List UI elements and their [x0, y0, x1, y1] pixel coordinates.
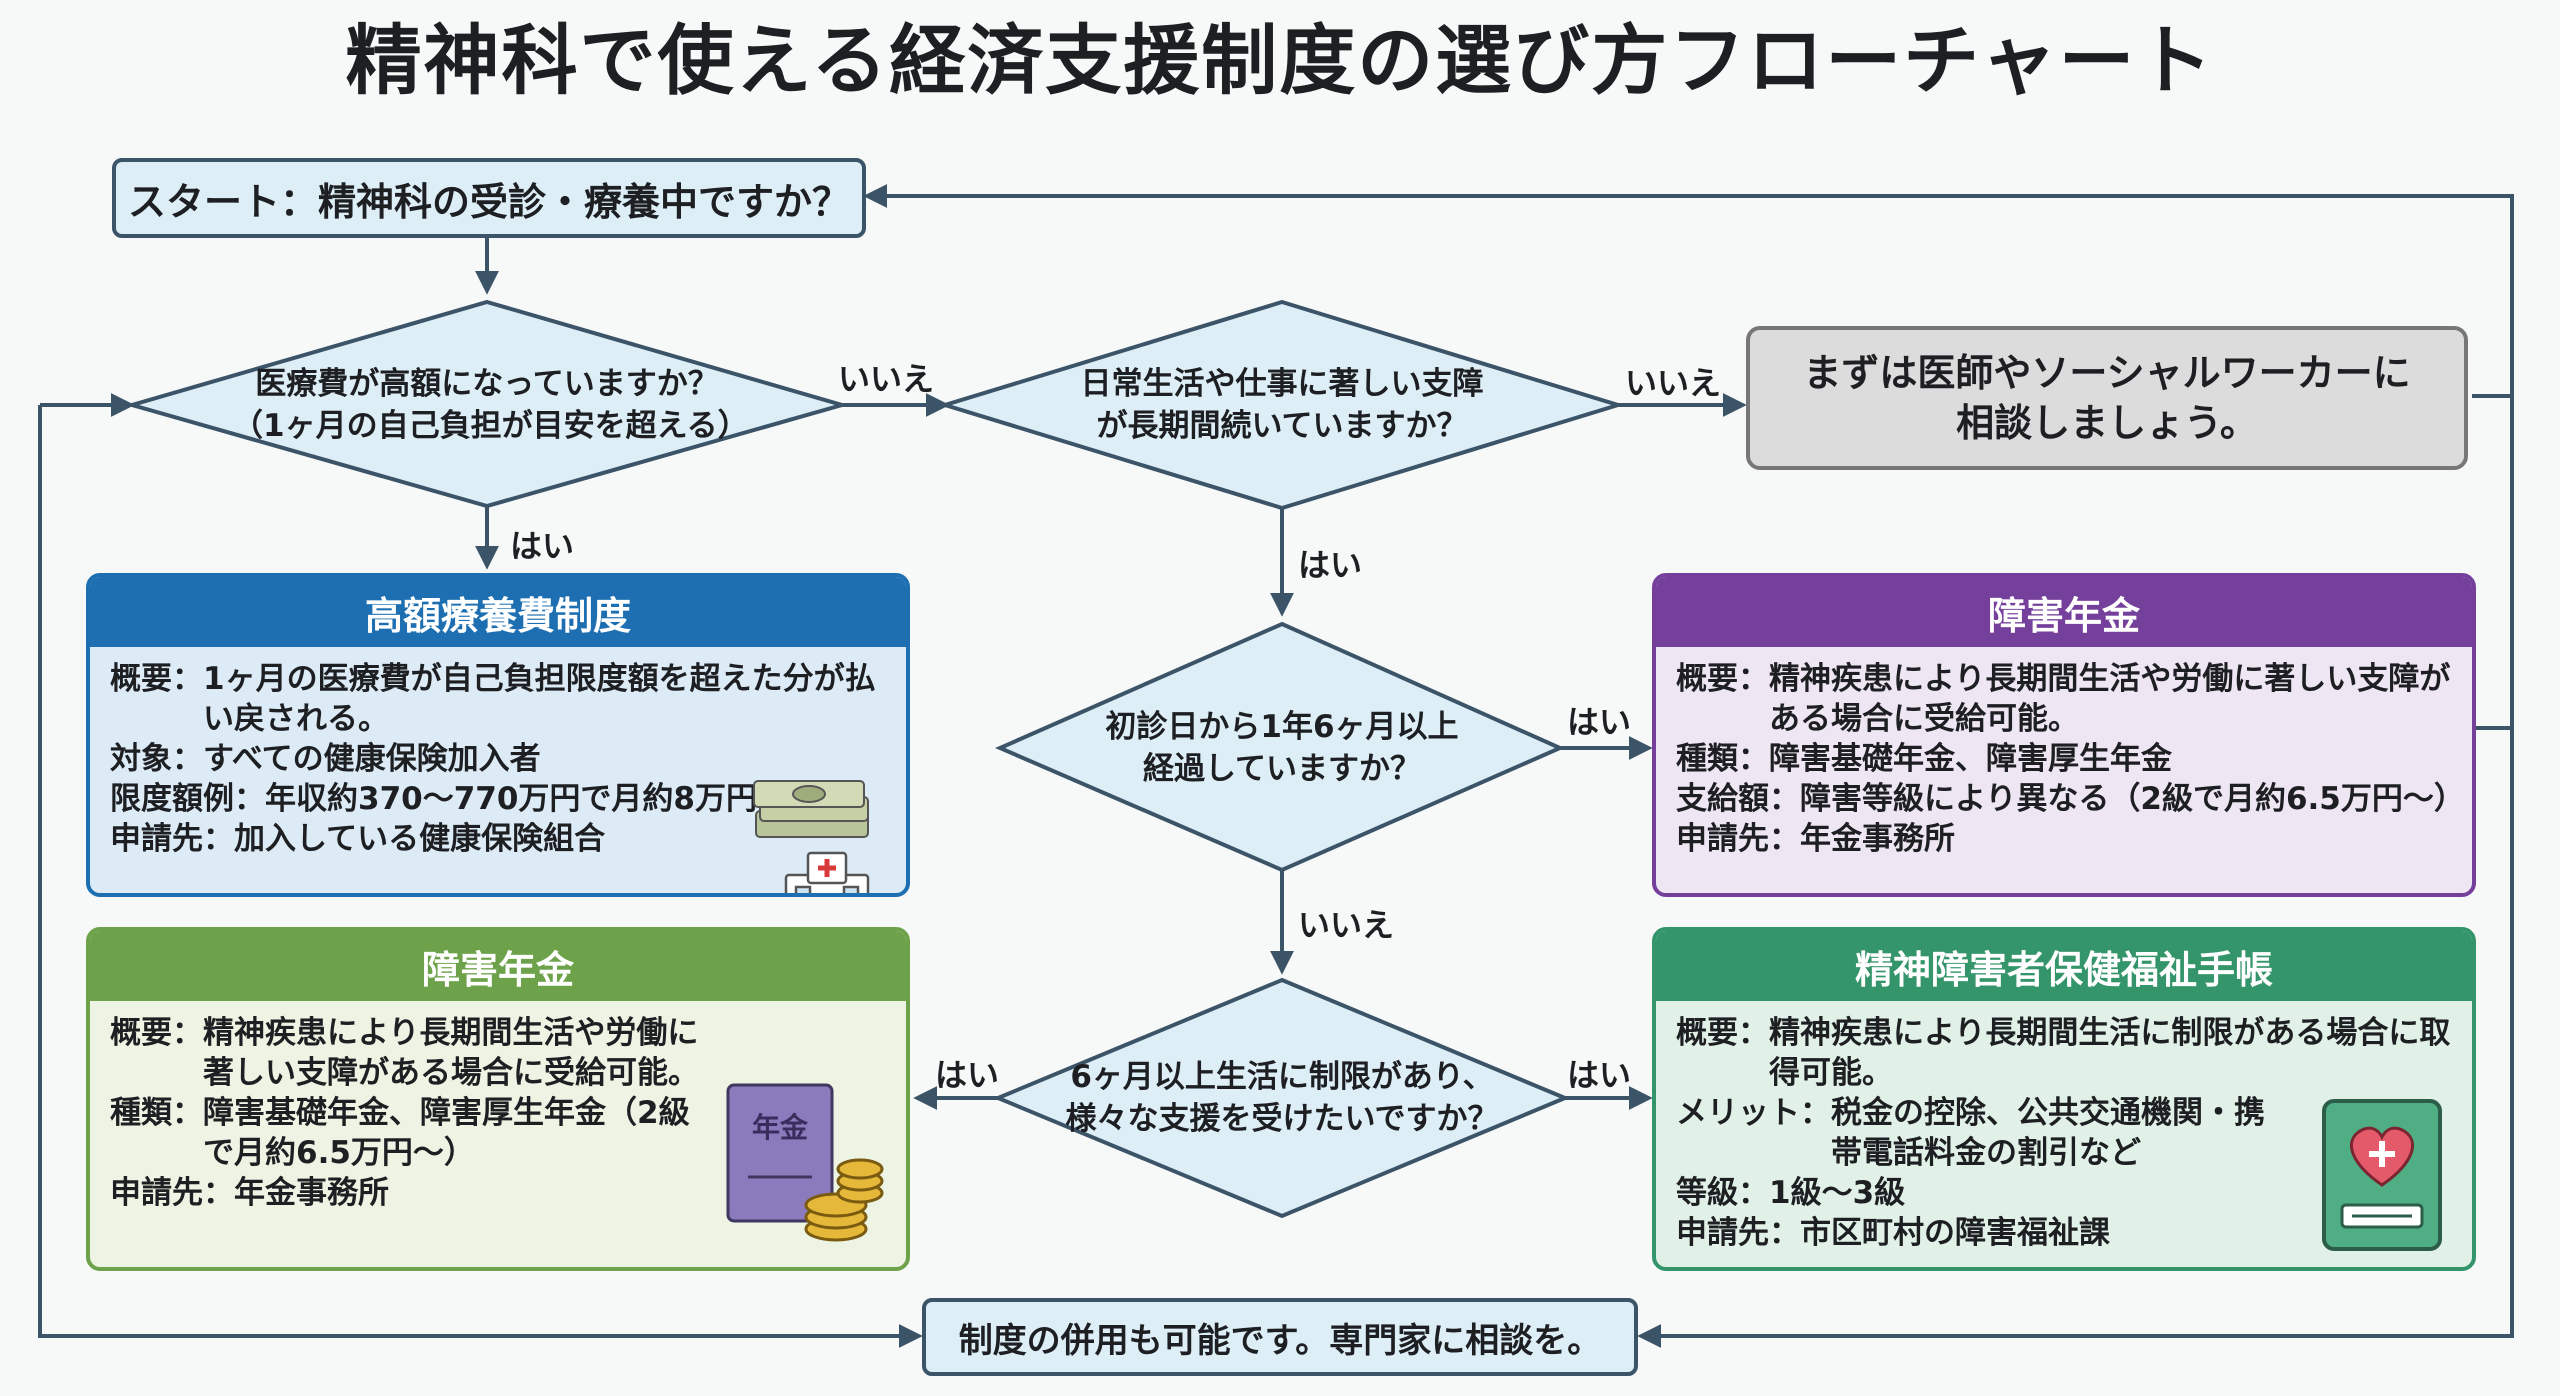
row-value: 市区町村の障害福祉課 [1800, 1215, 2110, 1251]
row-value: 年収約370〜770万円で月約8万円 [265, 781, 757, 817]
card-row: 申請先： 加入している健康保険組合 [110, 819, 886, 859]
bottom-text: 制度の併用も可能です。専門家に相談を。 [958, 1320, 1602, 1361]
row-value: すべての健康保険加入者 [203, 741, 541, 777]
q2-line1: 日常生活や仕事に著しい支障 [1080, 366, 1484, 402]
card-row: 概要： 精神疾患により長期間生活に制限がある場合に取得可能。 [1676, 1013, 2452, 1093]
consult-line1: まずは医師やソーシャルワーカーに [1803, 351, 2411, 395]
q1-diamond [124, 299, 850, 509]
row-label: 概要： [110, 661, 203, 697]
q1-line2: （1ヶ月の自己負担が目安を超える） [232, 408, 749, 444]
bottom-box: 制度の併用も可能です。専門家に相談を。 [922, 1298, 1638, 1376]
edge-label-q4-left: はい [935, 1056, 1000, 1094]
row-label: 種類： [1676, 741, 1769, 777]
row-label: 支給額： [1676, 781, 1800, 817]
card-high-cost: 高額療養費制度 概要： 1ヶ月の医療費が自己負担限度額を超えた分が払い戻される。… [86, 573, 910, 897]
q4-diamond [992, 977, 1571, 1219]
card-row: 申請先： 年金事務所 [110, 1173, 886, 1213]
row-value: 1ヶ月の医療費が自己負担限度額を超えた分が払い戻される。 [203, 661, 876, 737]
q4-text: 6ヶ月以上生活に制限があり、 様々な支援を受けたいですか？ [1057, 1055, 1507, 1141]
q4-line2: 様々な支援を受けたいですか？ [1065, 1101, 1499, 1137]
q2-diamond [938, 299, 1625, 511]
card-pension-green-body: 概要： 精神疾患により長期間生活や労働に著しい支障がある場合に受給可能。 種類：… [90, 1001, 906, 1267]
row-label: 申請先： [110, 821, 234, 857]
card-pension-green-header: 障害年金 [90, 931, 906, 1001]
row-value: 障害基礎年金、障害厚生年金 [1769, 741, 2172, 777]
row-label: 等級： [1676, 1175, 1769, 1211]
row-value: 年金事務所 [1800, 821, 1955, 857]
q3-text: 初診日から1年6ヶ月以上 経過していますか？ [1077, 705, 1487, 791]
q1-text: 医療費が高額になっていますか？ （1ヶ月の自己負担が目安を超える） [232, 362, 749, 448]
q4-line1: 6ヶ月以上生活に制限があり、 [1070, 1059, 1494, 1095]
q2-line2: が長期間続いていますか？ [1096, 408, 1468, 444]
row-value: 障害等級により異なる（2級で月約6.5万円〜） [1800, 781, 2465, 817]
q2-text: 日常生活や仕事に著しい支障 が長期間続いていますか？ [1037, 362, 1527, 448]
edge-label-q1-yes: はい [510, 527, 575, 565]
card-pension-purple-body: 概要： 精神疾患により長期間生活や労働に著しい支障がある場合に受給可能。 種類：… [1656, 647, 2472, 893]
row-label: 申請先： [1676, 1215, 1800, 1251]
hospital-icon [784, 851, 870, 893]
handbook-heart-icon [2322, 1099, 2442, 1251]
row-label: 概要： [1676, 1015, 1769, 1051]
card-row: 種類： 障害基礎年金、障害厚生年金（2級で月約6.5万円〜） [110, 1093, 886, 1173]
card-handbook-body: 概要： 精神疾患により長期間生活に制限がある場合に取得可能。 メリット： 税金の… [1656, 1001, 2472, 1267]
row-value: 精神疾患により長期間生活や労働に著しい支障がある場合に受給可能。 [203, 1015, 699, 1091]
card-row: 等級： 1級〜3級 [1676, 1173, 2452, 1213]
q1-line1: 医療費が高額になっていますか？ [255, 366, 719, 402]
pension-book-coins-icon: 年金 [726, 1083, 884, 1242]
row-label: メリット： [1676, 1095, 1831, 1131]
edge-label-q4-right: はい [1567, 1056, 1632, 1094]
row-value: 年金事務所 [234, 1175, 389, 1211]
row-label: 申請先： [110, 1175, 234, 1211]
consult-line2: 相談しましょう。 [1956, 401, 2258, 445]
card-row: 対象： すべての健康保険加入者 [110, 739, 886, 779]
card-row: 申請先： 市区町村の障害福祉課 [1676, 1213, 2452, 1253]
money-stack-icon [753, 780, 869, 838]
card-row: 種類： 障害基礎年金、障害厚生年金 [1676, 739, 2452, 779]
row-label: 概要： [1676, 661, 1769, 697]
edge-label-q1-no: いいえ [838, 360, 935, 398]
start-text: スタート：精神科の受診・療養中ですか？ [127, 179, 850, 224]
card-pension-purple-header: 障害年金 [1656, 577, 2472, 647]
card-handbook-header: 精神障害者保健福祉手帳 [1656, 931, 2472, 1001]
card-pension-green: 障害年金 概要： 精神疾患により長期間生活や労働に著しい支障がある場合に受給可能… [86, 927, 910, 1271]
edge-label-q2-no: いいえ [1625, 364, 1722, 402]
row-label: 申請先： [1676, 821, 1800, 857]
card-row: 概要： 1ヶ月の医療費が自己負担限度額を超えた分が払い戻される。 [110, 659, 886, 739]
card-row: 申請先： 年金事務所 [1676, 819, 2452, 859]
row-value: 精神疾患により長期間生活に制限がある場合に取得可能。 [1769, 1015, 2451, 1091]
row-value: 税金の控除、公共交通機関・携帯電話料金の割引など [1831, 1095, 2265, 1171]
pension-book-label: 年金 [752, 1111, 809, 1144]
q3-diamond [994, 621, 1565, 873]
row-value: 加入している健康保険組合 [234, 821, 606, 857]
card-row: メリット： 税金の控除、公共交通機関・携帯電話料金の割引など [1676, 1093, 2452, 1173]
edge-label-q2-yes: はい [1298, 546, 1363, 584]
card-handbook: 精神障害者保健福祉手帳 概要： 精神疾患により長期間生活に制限がある場合に取得可… [1652, 927, 2476, 1271]
row-label: 限度額例： [110, 781, 265, 817]
card-row: 概要： 精神疾患により長期間生活や労働に著しい支障がある場合に受給可能。 [1676, 659, 2452, 739]
row-value: 1級〜3級 [1769, 1175, 1906, 1211]
consult-box: まずは医師やソーシャルワーカーに 相談しましょう。 [1746, 326, 2468, 470]
card-pension-purple: 障害年金 概要： 精神疾患により長期間生活や労働に著しい支障がある場合に受給可能… [1652, 573, 2476, 897]
q3-line1: 初診日から1年6ヶ月以上 [1105, 709, 1459, 745]
start-box: スタート：精神科の受診・療養中ですか？ [112, 158, 866, 238]
row-value: 障害基礎年金、障害厚生年金（2級で月約6.5万円〜） [203, 1095, 690, 1171]
page-title: 精神科で使える経済支援制度の選び方フローチャート [345, 16, 2215, 105]
card-high-cost-body: 概要： 1ヶ月の医療費が自己負担限度額を超えた分が払い戻される。 対象： すべて… [90, 647, 906, 893]
edge-label-q3-yes: はい [1567, 703, 1632, 741]
row-value: 精神疾患により長期間生活や労働に著しい支障がある場合に受給可能。 [1769, 661, 2451, 737]
line-right-bottom [1637, 728, 2514, 1348]
row-label: 概要： [110, 1015, 203, 1051]
card-row: 支給額： 障害等級により異なる（2級で月約6.5万円〜） [1676, 779, 2465, 819]
row-label: 種類： [110, 1095, 203, 1131]
edge-label-q3-no: いいえ [1298, 906, 1395, 944]
card-row: 概要： 精神疾患により長期間生活や労働に著しい支障がある場合に受給可能。 [110, 1013, 886, 1093]
card-row: 限度額例： 年収約370〜770万円で月約8万円 [110, 779, 886, 819]
loop-left [38, 405, 923, 1348]
loop-right-to-start [863, 184, 2514, 730]
row-label: 対象： [110, 741, 203, 777]
q3-line2: 経過していますか？ [1142, 751, 1422, 787]
card-high-cost-header: 高額療養費制度 [90, 577, 906, 647]
